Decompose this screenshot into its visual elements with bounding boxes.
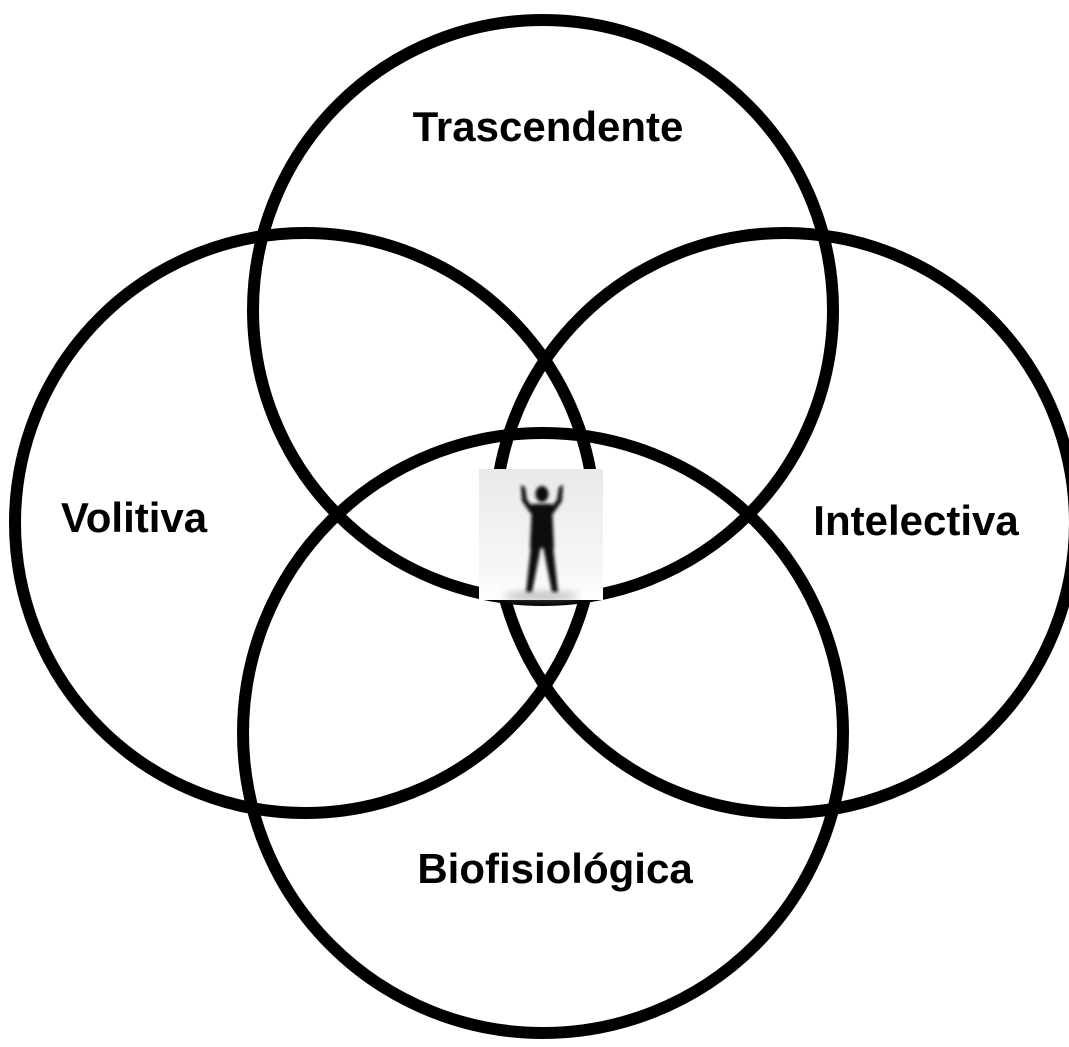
- center-person-icon: [479, 469, 603, 600]
- label-trascendente: Trascendente: [413, 103, 684, 150]
- label-intelectiva: Intelectiva: [813, 497, 1019, 544]
- label-biofisiologica: Biofisiológica: [417, 845, 693, 892]
- label-volitiva: Volitiva: [61, 494, 208, 541]
